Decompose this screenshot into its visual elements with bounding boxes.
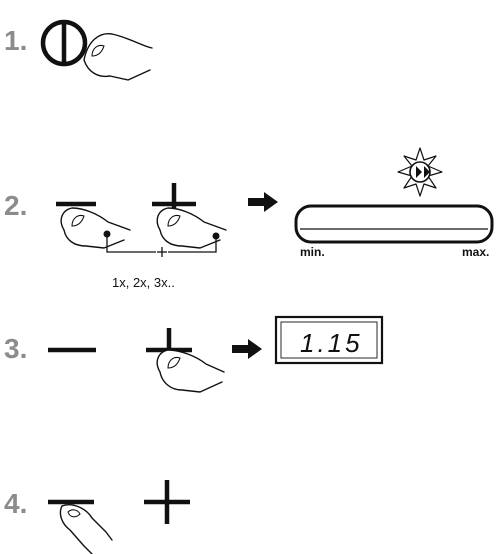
step-number: 4. <box>4 488 27 519</box>
arrow-right-icon <box>232 339 262 359</box>
step-4: 4. <box>4 480 190 554</box>
scale-max-label: max. <box>462 245 489 259</box>
plus-icon[interactable] <box>144 480 190 524</box>
step-3: 3. 1.15 <box>4 315 384 393</box>
finger-icon <box>156 207 227 249</box>
finger-icon <box>59 504 113 554</box>
step-2: 2. 1x, 2x, 3x.. <box>4 147 494 290</box>
step-number: 1. <box>4 25 27 56</box>
step-number: 3. <box>4 333 27 364</box>
repeat-label: 1x, 2x, 3x.. <box>112 275 175 290</box>
lcd-display: 1.15 <box>274 315 384 365</box>
power-icon[interactable] <box>40 19 88 67</box>
step-number: 2. <box>4 190 27 221</box>
scale-min-label: min. <box>300 245 325 259</box>
step-1: 1. <box>4 19 153 81</box>
finger-icon <box>60 207 131 249</box>
arrow-right-icon <box>248 192 278 212</box>
sun-icon <box>397 147 443 197</box>
finger-icon <box>83 33 153 81</box>
finger-icon <box>156 349 225 393</box>
display-value: 1.15 <box>300 328 363 358</box>
level-bar-icon <box>294 204 494 244</box>
combo-bracket <box>103 230 220 257</box>
